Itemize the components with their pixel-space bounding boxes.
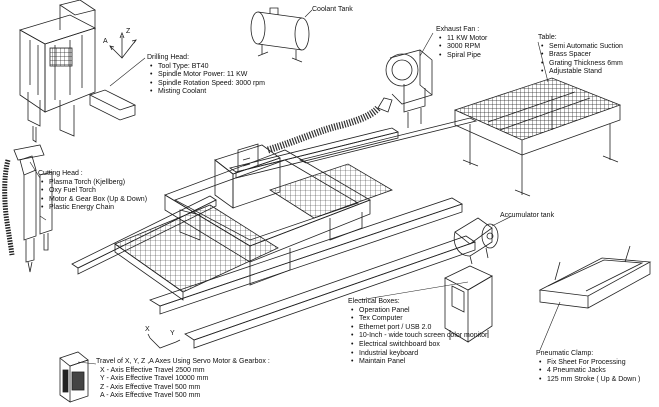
- accumulator-tank-drawing: [453, 217, 499, 265]
- drilling-head-drawing: [18, 0, 137, 143]
- drilling-head-item: Misting Coolant: [150, 88, 265, 97]
- pneumatic-clamp-title: Pneumatic Clamp:: [536, 350, 594, 357]
- axis-label-a: A: [103, 38, 108, 45]
- exhaust-fan-item: Spiral Pipe: [439, 52, 487, 61]
- electrical-boxes-item: Maintain Panel: [351, 358, 487, 367]
- cutting-head-item: Plastic Energy Chain: [41, 204, 147, 213]
- axis-label-x: X: [145, 326, 150, 333]
- table-item: Grating Thickness 6mm: [541, 60, 623, 69]
- axis-indicator-bottom: [147, 333, 181, 349]
- electrical-boxes-item: Ethernet port / USB 2.0: [351, 324, 487, 333]
- travel-item: Y - Axis Effective Travel 10000 mm: [100, 375, 209, 383]
- table-callout: Table: Semi Automatic Suction Brass Spac…: [538, 34, 623, 77]
- center-work-table: [269, 163, 393, 219]
- table-item: Brass Spacer: [541, 51, 623, 60]
- axis-label-y: Y: [170, 330, 175, 337]
- servo-motor-drawing: [59, 351, 89, 403]
- gantry-carriage: [214, 143, 281, 209]
- table-drawing: [453, 77, 622, 197]
- table-item: Semi Automatic Suction: [541, 43, 623, 52]
- pneumatic-clamp-item: Fix Sheet For Processing: [539, 359, 640, 368]
- cutting-head-callout: Cutting Head : Plasma Torch (Kjellberg) …: [38, 170, 147, 213]
- travel-item: A - Axis Effective Travel 500 mm: [100, 392, 201, 400]
- pneumatic-clamp-item: 4 Pneumatic Jacks: [539, 367, 640, 376]
- exhaust-fan-drawing: [385, 49, 433, 128]
- left-work-table: [114, 204, 279, 293]
- coolant-tank-label: Coolant Tank: [312, 6, 353, 13]
- drilling-head-callout: Drilling Head: Tool Type: BT40 Spindle M…: [147, 54, 265, 97]
- cutting-head-drawing: [2, 144, 53, 273]
- gantry: [164, 149, 371, 286]
- table-item: Adjustable Stand: [541, 68, 623, 77]
- table-title: Table:: [538, 34, 557, 41]
- exhaust-fan-item: 3000 RPM: [439, 43, 487, 52]
- electrical-boxes-item: Tex Computer: [351, 315, 487, 324]
- travel-callout: Travel of X, Y, Z ,A Axes Using Servo Mo…: [96, 358, 270, 401]
- axis-label-z: Z: [126, 28, 131, 35]
- cutting-head-item: Motor & Gear Box (Up & Down): [41, 196, 147, 205]
- drilling-head-item: Spindle Motor Power: 11 KW: [150, 71, 265, 80]
- axis-indicator-top: [109, 31, 137, 59]
- drilling-head-title: Drilling Head:: [147, 54, 190, 61]
- accumulator-tank-label: Accumulator tank: [500, 212, 555, 219]
- drilling-head-item: Spindle Rotation Speed: 3000 rpm: [150, 80, 265, 89]
- cutting-head-item: Oxy Fuel Torch: [41, 187, 147, 196]
- exhaust-fan-title: Exhaust Fan :: [436, 26, 480, 33]
- cutting-head-title: Cutting Head :: [38, 170, 83, 177]
- flexible-duct: [266, 105, 381, 154]
- electrical-boxes-item: 10-Inch - wide touch screen color monito…: [351, 332, 487, 341]
- cutting-head-item: Plasma Torch (Kjellberg): [41, 179, 147, 188]
- electrical-boxes-item: Industrial keyboard: [351, 350, 487, 359]
- travel-title: Travel of X, Y, Z ,A Axes Using Servo Mo…: [96, 358, 270, 365]
- exhaust-fan-callout: Exhaust Fan : 11 KW Motor 3000 RPM Spira…: [436, 26, 487, 60]
- travel-item: Z - Axis Effective Travel 500 mm: [100, 383, 201, 391]
- exhaust-fan-item: 11 KW Motor: [439, 35, 487, 44]
- pneumatic-clamp-drawing: [538, 245, 652, 309]
- pneumatic-clamp-callout: Pneumatic Clamp: Fix Sheet For Processin…: [536, 350, 640, 384]
- drilling-head-item: Tool Type: BT40: [150, 63, 265, 72]
- pneumatic-clamp-item: 125 mm Stroke ( Up & Down ): [539, 376, 640, 385]
- electrical-boxes-title: Electrical Boxes:: [348, 298, 400, 305]
- coolant-tank-drawing: [250, 7, 310, 63]
- electrical-boxes-callout: Electrical Boxes: Operation Panel Tex Co…: [348, 298, 487, 367]
- electrical-boxes-item: Operation Panel: [351, 307, 487, 316]
- rail-rear: [229, 117, 478, 179]
- travel-item: X - Axis Effective Travel 2500 mm: [100, 366, 205, 374]
- electrical-boxes-item: Electrical switchboard box: [351, 341, 487, 350]
